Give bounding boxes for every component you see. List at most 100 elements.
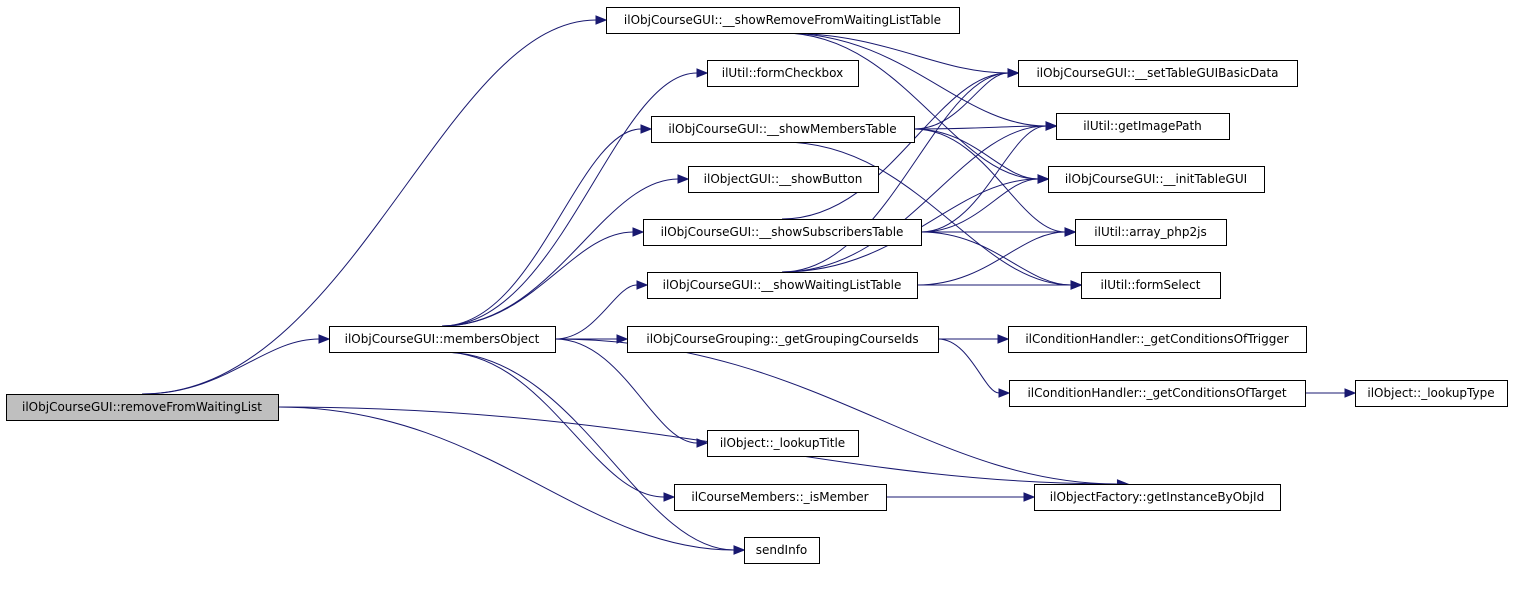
edge-showRemoveFromWaitingListTable-to-setTableGUIBasicData (782, 32, 1009, 74)
node-sendInfo[interactable]: sendInfo (744, 537, 820, 564)
edge-membersObject-to-showSubscribersTable (441, 231, 634, 327)
node-showMembersTable[interactable]: ilObjCourseGUI::__showMembersTable (651, 116, 915, 143)
node-lookupType[interactable]: ilObject::_lookupType (1355, 380, 1508, 407)
arrowhead-icon (595, 15, 608, 25)
arrowhead-icon (1045, 121, 1058, 131)
edge-showMembersTable-to-array_php2js (913, 128, 1066, 233)
node-getConditionsOfTrigger[interactable]: ilConditionHandler::_getConditionsOfTrig… (1008, 326, 1307, 353)
node-label: ilUtil::getImagePath (1083, 119, 1202, 133)
node-label: ilObjCourseGrouping::_getGroupingCourseI… (646, 332, 918, 346)
node-membersObject[interactable]: ilObjCourseGUI::membersObject (329, 326, 556, 353)
node-showButton[interactable]: ilObjectGUI::__showButton (688, 166, 879, 193)
arrowhead-icon (1037, 174, 1050, 184)
node-label: ilConditionHandler::_getConditionsOfTarg… (1027, 386, 1286, 400)
arrowhead-icon (677, 174, 690, 184)
nodes-layer: ilObjCourseGUI::removeFromWaitingListilO… (6, 7, 1508, 564)
arrowhead-icon (1344, 388, 1357, 398)
edge-showSubscribersTable-to-formSelect (920, 231, 1072, 286)
edge-showWaitingListTable-to-array_php2js (916, 231, 1066, 286)
arrowhead-icon (636, 280, 649, 290)
node-getInstanceByObjId[interactable]: ilObjectFactory::getInstanceByObjId (1034, 484, 1281, 511)
edge-showWaitingListTable-to-getImagePath (781, 125, 1047, 273)
node-box (6, 394, 279, 421)
node-getImagePath[interactable]: ilUtil::getImagePath (1056, 113, 1230, 140)
node-box (1018, 60, 1298, 87)
node-initTableGUI[interactable]: ilObjCourseGUI::__initTableGUI (1048, 166, 1265, 193)
node-label: ilObjCourseGUI::__setTableGUIBasicData (1036, 66, 1278, 80)
edge-showSubscribersTable-to-getImagePath (920, 125, 1047, 233)
arrowhead-icon (998, 388, 1011, 398)
edge-membersObject-to-showButton (441, 178, 679, 327)
arrowhead-icon (696, 68, 709, 78)
arrowhead-icon (696, 438, 709, 448)
node-box (1034, 484, 1281, 511)
edge-membersObject-to-formCheckbox (441, 72, 698, 327)
node-box (1048, 166, 1265, 193)
node-label: ilObjCourseGUI::__showMembersTable (668, 122, 896, 136)
arrowhead-icon (640, 124, 653, 134)
node-setTableGUIBasicData[interactable]: ilObjCourseGUI::__setTableGUIBasicData (1018, 60, 1298, 87)
edge-showRemoveFromWaitingListTable-to-initTableGUI (782, 32, 1039, 180)
node-label: ilUtil::array_php2js (1094, 225, 1206, 239)
node-box (1009, 380, 1306, 407)
edge-removeFromWaitingList-to-sendInfo (277, 406, 735, 551)
node-box (651, 116, 915, 143)
edge-showMembersTable-to-setTableGUIBasicData (913, 72, 1009, 130)
node-label: ilUtil::formSelect (1101, 278, 1201, 292)
edge-showSubscribersTable-to-initTableGUI (920, 178, 1039, 233)
node-array_php2js[interactable]: ilUtil::array_php2js (1075, 219, 1227, 246)
node-formSelect[interactable]: ilUtil::formSelect (1081, 272, 1221, 299)
node-box (1075, 219, 1227, 246)
node-label: ilObjCourseGUI::__showRemoveFromWaitingL… (624, 13, 941, 27)
edge-getGroupingCourseIds-to-getConditionsOfTarget (937, 338, 1000, 394)
node-label: ilObjCourseGUI::removeFromWaitingList (22, 400, 262, 414)
node-label: ilUtil::formCheckbox (722, 66, 844, 80)
node-label: sendInfo (756, 543, 808, 557)
node-isMember[interactable]: ilCourseMembers::_isMember (674, 484, 887, 511)
node-box (1056, 113, 1230, 140)
edge-membersObject-to-sendInfo (441, 351, 735, 551)
edge-membersObject-to-isMember (441, 351, 665, 498)
node-label: ilObjCourseGUI::__initTableGUI (1065, 172, 1247, 186)
node-box (707, 60, 859, 87)
edge-membersObject-to-showWaitingListTable (554, 284, 638, 340)
node-getGroupingCourseIds[interactable]: ilObjCourseGrouping::_getGroupingCourseI… (627, 326, 939, 353)
edges-layer (141, 15, 1357, 555)
node-box (647, 272, 918, 299)
node-getConditionsOfTarget[interactable]: ilConditionHandler::_getConditionsOfTarg… (1009, 380, 1306, 407)
arrowhead-icon (1070, 280, 1083, 290)
arrowhead-icon (997, 334, 1010, 344)
edge-showSubscribersTable-to-setTableGUIBasicData (781, 72, 1009, 220)
node-box (707, 430, 859, 457)
node-box (744, 537, 820, 564)
node-showWaitingListTable[interactable]: ilObjCourseGUI::__showWaitingListTable (647, 272, 918, 299)
node-label: ilObjectFactory::getInstanceByObjId (1050, 490, 1264, 504)
arrowhead-icon (733, 545, 746, 555)
node-box (329, 326, 556, 353)
arrowhead-icon (1064, 227, 1077, 237)
node-box (643, 219, 922, 246)
edge-showMembersTable-to-initTableGUI (913, 128, 1039, 180)
node-box (1008, 326, 1307, 353)
edge-showWaitingListTable-to-setTableGUIBasicData (781, 72, 1009, 273)
edge-membersObject-to-lookupTitle (554, 338, 698, 444)
node-showRemoveFromWaitingListTable[interactable]: ilObjCourseGUI::__showRemoveFromWaitingL… (606, 7, 960, 34)
node-showSubscribersTable[interactable]: ilObjCourseGUI::__showSubscribersTable (643, 219, 922, 246)
edge-removeFromWaitingList-to-showRemoveFromWaitingListTable (141, 19, 597, 395)
node-box (606, 7, 960, 34)
node-box (688, 166, 879, 193)
node-label: ilConditionHandler::_getConditionsOfTrig… (1025, 332, 1288, 346)
edge-removeFromWaitingList-to-membersObject (141, 338, 320, 395)
node-removeFromWaitingList[interactable]: ilObjCourseGUI::removeFromWaitingList (6, 394, 279, 421)
node-label: ilObjCourseGUI::__showSubscribersTable (661, 225, 904, 239)
node-lookupTitle[interactable]: ilObject::_lookupTitle (707, 430, 859, 457)
node-box (674, 484, 887, 511)
node-label: ilObject::_lookupType (1367, 386, 1494, 400)
node-formCheckbox[interactable]: ilUtil::formCheckbox (707, 60, 859, 87)
node-label: ilCourseMembers::_isMember (691, 490, 868, 504)
arrowhead-icon (318, 334, 331, 344)
arrowhead-icon (632, 227, 645, 237)
node-box (1355, 380, 1508, 407)
node-box (627, 326, 939, 353)
